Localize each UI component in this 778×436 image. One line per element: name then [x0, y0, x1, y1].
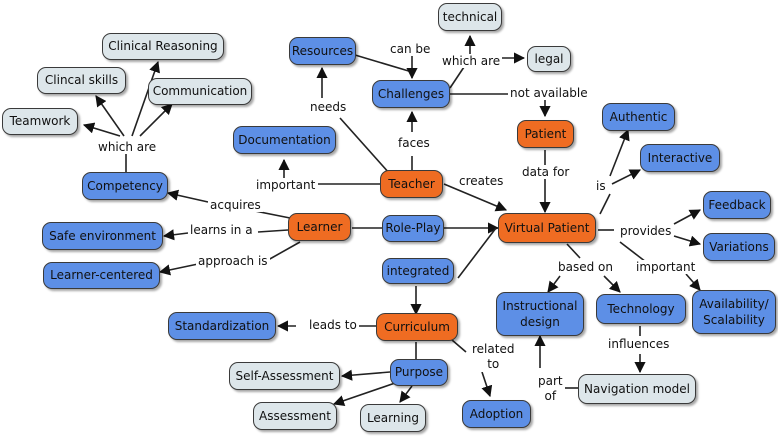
- node-safe-environment: Safe environment: [42, 222, 163, 250]
- link-label-which-are-left: which are: [96, 140, 159, 154]
- link-label-which-are-top: which are: [440, 54, 503, 68]
- node-teacher: Teacher: [380, 170, 443, 198]
- node-adoption: Adoption: [462, 400, 531, 428]
- node-standardization: Standardization: [168, 312, 276, 340]
- node-curriculum: Curriculum: [376, 313, 458, 341]
- edge-curriculum-related: [451, 339, 467, 353]
- link-label-faces: faces: [396, 136, 432, 150]
- link-label-important-left: important: [254, 178, 318, 192]
- node-interactive: Interactive: [640, 144, 720, 172]
- node-feedback: Feedback: [703, 191, 771, 219]
- link-label-provides: provides: [618, 224, 674, 238]
- node-integrated: integrated: [382, 258, 454, 284]
- node-self-assessment: Self-Assessment: [229, 362, 340, 390]
- link-label-is: is: [594, 179, 608, 193]
- edge-based-technology: [603, 275, 621, 293]
- node-role-play: Role-Play: [382, 215, 444, 242]
- edge-integrated-vp: [457, 227, 497, 279]
- link-label-important-right: important: [634, 260, 698, 274]
- edge-learner-learns: [257, 229, 289, 233]
- link-label-influences: influences: [606, 337, 672, 351]
- edge-to-communication: [139, 103, 173, 137]
- node-technical: technical: [438, 3, 502, 31]
- edge-teacher-needs: [339, 117, 391, 175]
- edge-related-adoption: [481, 371, 493, 398]
- edge-creates-vp: [443, 183, 508, 212]
- link-label-related-to: related to: [470, 342, 517, 372]
- edge-purpose-assessment: [332, 381, 399, 407]
- edge-purpose-learning: [399, 385, 413, 403]
- node-resources: Resources: [289, 37, 356, 65]
- link-label-creates: creates: [457, 174, 506, 188]
- link-label-acquires: acquires: [208, 198, 263, 212]
- edge-to-teamwork: [82, 122, 121, 137]
- link-label-part-of: part of: [536, 374, 565, 404]
- node-navigation-model: Navigation model: [578, 374, 696, 404]
- edge-to-clinical-skills: [95, 95, 125, 137]
- edge-approach-learnercentered: [158, 263, 199, 276]
- node-availability-scalability: Availability/ Scalability: [692, 290, 776, 334]
- edge-is-authentic: [609, 128, 630, 177]
- edge-learns-safe: [162, 229, 189, 241]
- edge-provides-variations: [673, 235, 702, 247]
- edge-provides-feedback: [673, 209, 701, 225]
- node-learner-centered: Learner-centered: [43, 262, 160, 289]
- node-virtual-patient: Virtual Patient: [498, 213, 596, 243]
- node-challenges: Challenges: [372, 80, 450, 108]
- edge-vp-based-on: [566, 243, 581, 259]
- edge-vp-is: [599, 193, 611, 215]
- node-legal: legal: [527, 46, 571, 72]
- node-teamwork: Teamwork: [2, 108, 78, 135]
- link-label-learns-in-a: learns in a: [188, 223, 255, 237]
- node-instructional-design: Instructional design: [496, 292, 584, 336]
- link-label-needs: needs: [308, 100, 349, 114]
- link-label-can-be: can be: [388, 42, 433, 56]
- edge-learner-approach: [267, 241, 301, 261]
- node-competency: Competency: [82, 172, 168, 200]
- link-label-leads-to: leads to: [307, 318, 359, 332]
- edge-to-clinical-reasoning: [131, 60, 160, 137]
- node-learner: Learner: [288, 213, 351, 241]
- edge-purpose-selfassessment: [340, 369, 391, 381]
- node-communication: Communication: [148, 78, 252, 105]
- node-purpose: Purpose: [390, 359, 448, 386]
- edge-based-instructional: [547, 275, 561, 293]
- edge-challenges-resources: [344, 51, 413, 73]
- edge-is-interactive: [611, 169, 642, 185]
- node-authentic: Authentic: [602, 103, 675, 131]
- node-clinical-reasoning: Clinical Reasoning: [102, 33, 224, 60]
- link-label-based-on: based on: [556, 260, 615, 274]
- node-documentation: Documentation: [233, 126, 336, 154]
- node-technology: Technology: [596, 294, 686, 324]
- edge-vp-important: [619, 241, 647, 263]
- node-clinical-skills: Clincal skills: [37, 67, 126, 94]
- node-patient: Patient: [517, 120, 574, 148]
- edge-acquires-competency: [166, 189, 209, 203]
- edge-important-availability: [685, 273, 701, 291]
- link-label-not-available: not available: [508, 86, 590, 100]
- node-learning: Learning: [360, 404, 426, 432]
- link-label-approach-is: approach is: [196, 254, 270, 268]
- node-assessment: Assessment: [253, 402, 337, 430]
- link-label-data-for: data for: [520, 165, 572, 179]
- node-variations: Variations: [703, 233, 775, 261]
